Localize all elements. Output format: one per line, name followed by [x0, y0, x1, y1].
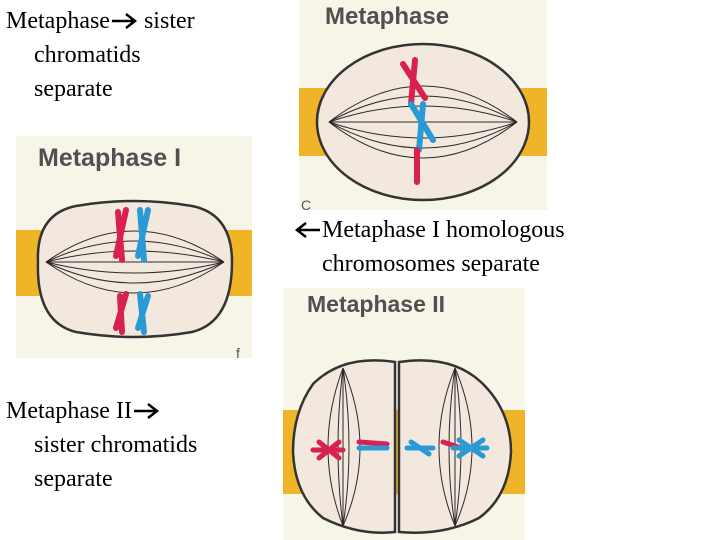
panel-title: Metaphase — [325, 3, 449, 30]
caption-line-2: chromatids — [34, 42, 141, 68]
metaphase-ii-caption: Metaphase II sister chromatids separate — [6, 394, 197, 496]
caption-line-2: sister chromatids — [34, 432, 198, 458]
right-arrow-icon — [133, 403, 159, 419]
caption-line-3: separate — [34, 76, 113, 102]
left-arrow-icon — [294, 222, 320, 238]
metaphase-ii-diagram: Metaphase II — [283, 288, 525, 540]
chromosomes — [400, 57, 436, 185]
right-arrow-icon — [111, 13, 138, 29]
caption-rest: sister — [137, 8, 195, 34]
spindle-fibers — [45, 230, 225, 294]
cell — [36, 199, 234, 339]
caption-lead: Metaphase I homologous — [322, 217, 565, 243]
panel-title: Metaphase I — [38, 144, 181, 172]
metaphase-i-diagram: Metaphase I f — [16, 136, 252, 358]
caption-lead: Metaphase II — [6, 398, 132, 424]
panel-footer: C — [301, 197, 311, 210]
caption-line-2: chromosomes separate — [322, 251, 540, 277]
metaphase-caption: Metaphase sister chromatids separate — [6, 4, 195, 106]
caption-line-3: separate — [34, 466, 113, 492]
caption-lead: Metaphase — [6, 8, 110, 34]
metaphase-diagram: Metaphase C — [299, 0, 547, 210]
metaphase-i-caption: Metaphase I homologous chromosomes separ… — [294, 213, 565, 281]
chromosomes — [310, 437, 490, 461]
panel-title: Metaphase II — [307, 291, 445, 317]
panel-footer: f — [236, 345, 240, 358]
spindle-fibers — [327, 367, 473, 527]
chromosomes — [113, 207, 151, 335]
left-daughter-cell — [291, 359, 397, 534]
